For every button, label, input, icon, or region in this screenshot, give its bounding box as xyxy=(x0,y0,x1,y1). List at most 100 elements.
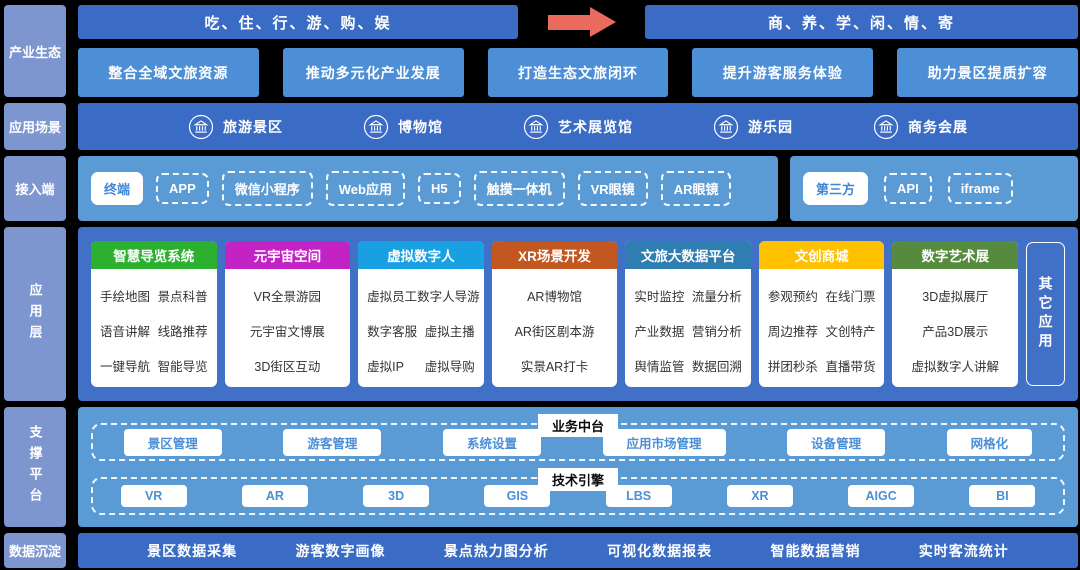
feature: 拼团秒杀 xyxy=(767,360,818,374)
feature: 虚拟数字人讲解 xyxy=(911,360,1000,374)
industry-goal-4: 提升游客服务体验 xyxy=(692,48,874,97)
business-item-device-mgmt: 设备管理 xyxy=(787,428,886,456)
scene-label: 博物馆 xyxy=(398,118,443,135)
row-support-platform: 支撑平台 业务中台 景区管理 游客管理 系统设置 应用市场管理 设备管理 网格化… xyxy=(4,407,1078,527)
tech-item-xr: XR xyxy=(726,485,793,507)
feature-row: 虚拟IP 虚拟导购 xyxy=(367,356,475,375)
business-middle-platform-section: 业务中台 景区管理 游客管理 系统设置 应用市场管理 设备管理 网格化 xyxy=(91,414,1065,461)
terminal-tag: 终端 xyxy=(91,172,144,205)
feature-row: 产业数据 营销分析 xyxy=(634,321,742,340)
industry-goal-1: 整合全域文旅资源 xyxy=(78,48,259,97)
scenes-bar: 旅游景区 博物馆 艺术展览馆 游乐园 商务会展 xyxy=(78,103,1078,150)
app-card-title: 文创商城 xyxy=(758,241,885,269)
app-card-title: 虚拟数字人 xyxy=(358,241,484,269)
business-middle-platform-label: 业务中台 xyxy=(537,414,619,437)
feature-row: 舆情监管 数据回溯 xyxy=(634,356,742,375)
application-layer-panel: 智慧导览系统 手绘地图 景点科普 语音讲解 线路推荐 一键导航 智能导览 xyxy=(78,227,1078,401)
data-item-scenic-data-collection: 景区数据采集 xyxy=(147,542,238,559)
app-card-body: 参观预约 在线门票 周边推荐 文创特产 拼团秒杀 直播带货 xyxy=(759,269,885,387)
scene-item-museum: 博物馆 xyxy=(363,114,443,140)
feature: 流量分析 xyxy=(691,290,742,304)
business-item-gridding: 网格化 xyxy=(946,428,1033,456)
feature: 直播带货 xyxy=(825,360,876,374)
feature-row: 一键导航 智能导览 xyxy=(100,356,208,375)
feature: 产业数据 xyxy=(634,325,685,339)
feature-row: 拼团秒杀 直播带货 xyxy=(768,356,876,375)
terminal-item-web-app: Web应用 xyxy=(325,171,405,206)
feature-row: 元宇宙文博展 xyxy=(234,321,342,340)
sidebar-item-data-accumulation: 数据沉淀 xyxy=(4,533,66,568)
app-card-title: 智慧导览系统 xyxy=(91,241,217,269)
data-item-realtime-flow-stats: 实时客流统计 xyxy=(918,542,1009,559)
terminal-panel: 终端 APP 微信小程序 Web应用 H5 触摸一体机 VR眼镜 AR眼镜 xyxy=(78,156,778,221)
row-access-terminals: 接入端 终端 APP 微信小程序 Web应用 H5 触摸一体机 VR眼镜 AR眼… xyxy=(4,156,1078,221)
feature-row: AR街区剧本游 xyxy=(501,321,609,340)
feature-row: 语音讲解 线路推荐 xyxy=(100,321,208,340)
industry-chain-right-bar: 商、养、学、闲、情、寄 xyxy=(645,5,1078,39)
row-data-accumulation: 数据沉淀 景区数据采集 游客数字画像 景点热力图分析 可视化数据报表 智能数据营… xyxy=(4,533,1078,568)
business-item-visitor-mgmt: 游客管理 xyxy=(283,428,382,456)
app-card-smart-guide: 智慧导览系统 手绘地图 景点科普 语音讲解 线路推荐 一键导航 智能导览 xyxy=(91,241,217,387)
tech-item-gis: GIS xyxy=(484,485,551,507)
terminal-item-ar-glasses: AR眼镜 xyxy=(660,171,732,206)
sidebar-label: 应用场景 xyxy=(8,120,61,135)
feature-row: 手绘地图 景点科普 xyxy=(100,286,208,305)
feature-row: 虚拟数字人讲解 xyxy=(901,356,1009,375)
industry-goal-5: 助力景区提质扩容 xyxy=(897,48,1078,97)
feature: 一键导航 xyxy=(100,360,151,374)
sidebar-item-access-terminals: 接入端 xyxy=(4,156,66,221)
industry-goal-2: 推动多元化产业发展 xyxy=(282,48,464,97)
feature: 数字客服 xyxy=(367,325,418,339)
feature: AR街区剧本游 xyxy=(514,325,595,339)
data-item-visitor-digital-profile: 游客数字画像 xyxy=(295,542,386,559)
feature: 舆情监管 xyxy=(634,360,685,374)
data-accumulation-bar: 景区数据采集 游客数字画像 景点热力图分析 可视化数据报表 智能数据营销 实时客… xyxy=(78,533,1078,568)
access-content: 终端 APP 微信小程序 Web应用 H5 触摸一体机 VR眼镜 AR眼镜 第三… xyxy=(78,156,1078,221)
app-card-body: 实时监控 流量分析 产业数据 营销分析 舆情监管 数据回溯 xyxy=(625,269,751,387)
terminal-item-app: APP xyxy=(156,173,209,204)
app-card-title: 数字艺术展 xyxy=(892,241,1019,269)
feature-row: 数字客服 虚拟主播 xyxy=(367,321,475,340)
industry-content: 吃、住、行、游、购、娱 商、养、学、闲、情、寄 整合全域文旅资源 推动多元化产业… xyxy=(78,5,1078,97)
tech-item-3d: 3D xyxy=(363,485,430,507)
sidebar-item-industry-ecology: 产业生态 xyxy=(4,5,66,97)
app-card-title: 文旅大数据平台 xyxy=(625,241,751,269)
industry-chain-right-text: 商、养、学、闲、情、寄 xyxy=(767,14,955,32)
feature: 语音讲解 xyxy=(100,325,151,339)
terminal-item-vr-glasses: VR眼镜 xyxy=(577,171,648,206)
industry-chain-left-bar: 吃、住、行、游、购、娱 xyxy=(78,5,518,39)
feature-row: 实景AR打卡 xyxy=(501,356,609,375)
tech-items: VR AR 3D GIS LBS XR AIGC BI xyxy=(93,485,1063,507)
business-item-scenic-mgmt: 景区管理 xyxy=(123,428,222,456)
scene-item-tourist-area: 旅游景区 xyxy=(188,114,283,140)
tech-item-ar: AR xyxy=(241,485,308,507)
support-platform-panel: 业务中台 景区管理 游客管理 系统设置 应用市场管理 设备管理 网格化 技术引擎… xyxy=(78,407,1078,527)
sidebar-label: 支撑平台 xyxy=(27,425,43,509)
feature: 产品3D展示 xyxy=(922,325,989,339)
feature: 线路推荐 xyxy=(157,325,208,339)
industry-chain-left-text: 吃、住、行、游、购、娱 xyxy=(204,14,392,32)
app-card-body: 3D虚拟展厅 产品3D展示 虚拟数字人讲解 xyxy=(892,269,1018,387)
feature: 文创特产 xyxy=(825,325,876,339)
right-arrow-icon xyxy=(547,7,616,37)
app-card-body: VR全景游园 元宇宙文博展 3D街区互动 xyxy=(225,269,351,387)
third-party-panel: 第三方 API iframe xyxy=(790,156,1078,221)
tech-engine-label: 技术引擎 xyxy=(537,468,619,491)
feature: VR全景游园 xyxy=(253,290,322,304)
tech-item-bi: BI xyxy=(969,485,1036,507)
other-applications-box: 其它应用 xyxy=(1026,242,1066,386)
app-card-digital-art-exhibition: 数字艺术展 3D虚拟展厅 产品3D展示 虚拟数字人讲解 xyxy=(892,241,1019,387)
sidebar-item-support-platform: 支撑平台 xyxy=(4,407,66,527)
sidebar-label: 数据沉淀 xyxy=(8,544,61,559)
feature: 在线门票 xyxy=(825,290,876,304)
feature-row: 参观预约 在线门票 xyxy=(768,286,876,305)
other-applications-label: 其它应用 xyxy=(1037,276,1054,352)
business-item-system-settings: 系统设置 xyxy=(442,428,541,456)
app-card-body: 手绘地图 景点科普 语音讲解 线路推荐 一键导航 智能导览 xyxy=(91,269,217,387)
industry-goal-3: 打造生态文旅闭环 xyxy=(487,48,669,97)
sidebar-label: 产业生态 xyxy=(8,44,61,60)
arrow-zone xyxy=(518,5,645,39)
scene-label: 商务会展 xyxy=(908,118,968,135)
business-items: 景区管理 游客管理 系统设置 应用市场管理 设备管理 网格化 xyxy=(93,428,1063,456)
